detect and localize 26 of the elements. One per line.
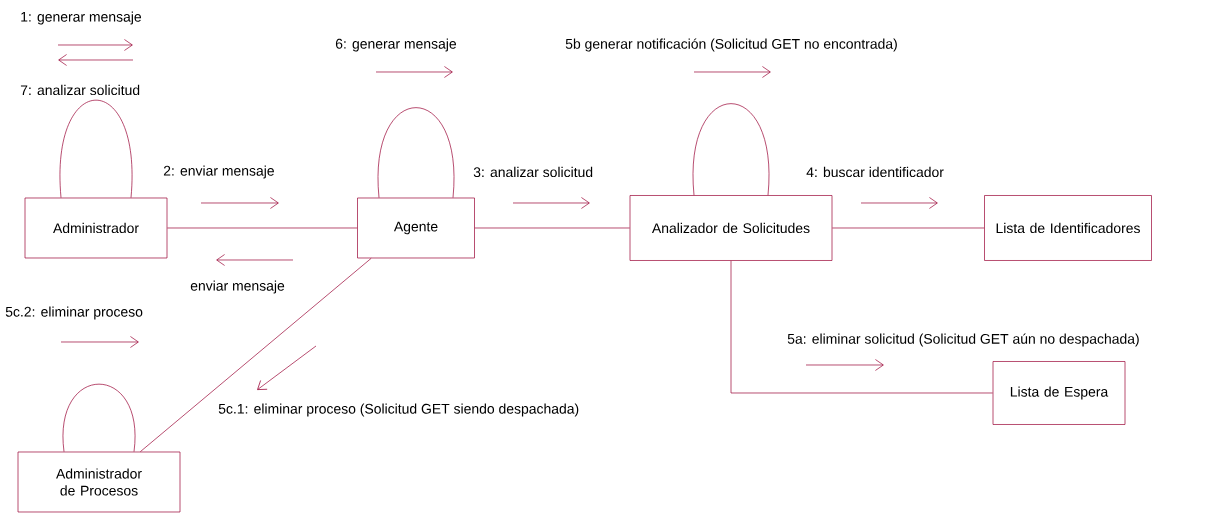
object-box: Lista de Identificadores	[984, 195, 1152, 261]
object-box: Analizador de Solicitudes	[629, 195, 833, 261]
link-line	[832, 227, 985, 229]
message-label: 6: generar mensaje	[335, 38, 457, 52]
self-link	[62, 383, 136, 452]
message-label: 3: analizar solicitud	[473, 166, 593, 178]
object-box: Administrador	[24, 197, 168, 259]
message-label: enviar mensaje	[190, 280, 285, 294]
message-label: 5b generar notificación (Solicitud GET no encontrada)	[565, 38, 897, 52]
object-box: Agente	[357, 197, 475, 259]
self-link	[692, 103, 770, 196]
message-label: 1: generar mensaje	[21, 11, 142, 25]
link-line	[730, 260, 993, 394]
message-label: 5a: eliminar solicitud (Solicitud GET aún no despachada)	[787, 333, 1139, 347]
self-link	[59, 99, 133, 198]
link-line	[167, 227, 358, 229]
self-link	[377, 107, 455, 198]
link-line	[140, 258, 372, 452]
message-label: 5c.1: eliminar proceso (Solicitud GET siendo despachada)	[218, 403, 579, 417]
message-label: 7: analizar solicitud	[20, 84, 140, 96]
object-box: Administrador de Procesos	[17, 451, 181, 513]
message-label: 5c.2: eliminar proceso	[5, 306, 143, 320]
object-box: Lista de Espera	[992, 361, 1126, 425]
message-label: 4: buscar identificador	[806, 166, 944, 178]
message-label: 2: enviar mensaje	[163, 165, 274, 179]
link-line	[474, 227, 630, 229]
